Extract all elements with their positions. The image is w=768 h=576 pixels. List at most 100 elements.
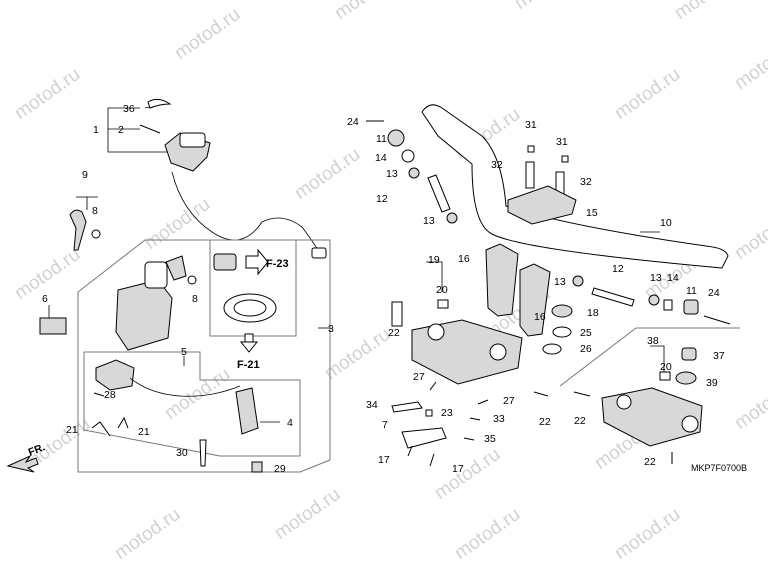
nut-23 [425,409,433,417]
fuel-cap-box [209,239,297,337]
callout-c32a: 32 [491,159,503,171]
bracket-7 [401,427,447,449]
watermark-text: motod.ru [431,444,504,504]
callout-c21a: 21 [66,424,78,436]
callout-c22c: 22 [574,415,586,427]
leader-9 [76,196,98,210]
callout-c22d: 22 [644,456,656,468]
rubber-20a [437,299,449,309]
callout-c22b: 22 [539,416,551,428]
assy-hole-a [616,394,632,410]
collar-14a [401,149,415,163]
nut-13d [648,294,660,306]
bridge-hole-a [427,323,445,341]
callout-c16b: 16 [534,311,546,323]
callout-c13b: 13 [423,215,435,227]
bolt-32a [525,161,535,189]
rubber-20b [659,371,671,381]
callout-c24b: 24 [708,287,720,299]
upper-holder-15 [507,185,577,225]
screw-28 [93,392,105,397]
callout-c23: 23 [441,407,453,419]
callout-c35: 35 [484,433,496,445]
callout-c33: 33 [493,413,505,425]
assembly-outline-3 [77,239,331,473]
watermark-text: motod.ru [141,194,214,254]
front-arrow-icon [6,454,39,473]
bridge-hole-b [489,343,507,361]
callout-c11a: 11 [376,133,387,145]
watermark-text: motod.ru [731,204,768,264]
pin-part [139,124,161,134]
cable-part [171,171,323,258]
assy-hole-b [681,415,699,433]
collar-14b [663,299,673,311]
callout-c27b: 27 [503,395,515,407]
washer-25 [552,326,572,338]
callout-c28: 28 [104,389,116,401]
key-part [69,209,87,251]
callout-c2: 2 [118,124,124,136]
callout-c4: 4 [287,417,293,429]
callout-c25: 25 [580,327,592,339]
harness-connector-4 [235,387,259,435]
bolt-17a [407,445,413,457]
cap-37 [681,347,697,361]
callout-c38: 38 [647,335,659,347]
callout-c36: 36 [123,103,135,115]
callout-c12b: 12 [612,263,624,275]
callout-c31b: 31 [556,136,568,148]
leader-36-1 [107,107,170,153]
callout-c1: 1 [93,124,99,136]
ignition-key [165,255,187,281]
front-marker-label: FR. [27,441,47,458]
washer-31a [527,145,535,153]
callout-c8b: 8 [192,293,198,305]
callout-c20b: 20 [660,361,672,373]
callout-c31a: 31 [525,119,537,131]
callout-c19: 19 [428,254,440,266]
watermark-text: motod.ru [111,504,184,564]
bolt-21a [91,421,111,437]
callout-c17b: 17 [452,463,464,475]
screw-35 [463,437,475,441]
callout-c5: 5 [181,346,187,358]
callout-c27a: 27 [413,371,425,383]
callout-c22a: 22 [388,327,400,339]
callout-c15: 15 [586,207,598,219]
callout-c39: 39 [706,377,718,389]
watermark-text: motod.ru [611,504,684,564]
callout-c24a: 24 [347,116,359,128]
watermark-text: motod.ru [331,0,404,24]
cable-connector [311,247,327,259]
lock-module-cap [179,132,206,148]
rod-12a [427,174,451,213]
ref-f23-label: F-23 [266,258,289,270]
ref-arrow-f21 [239,333,259,353]
watermark-text: motod.ru [451,504,524,564]
bolt-22b [533,391,549,397]
damper-39 [675,371,697,385]
bolt-24b [703,315,731,325]
clip-part [147,98,172,109]
bolt-22a [391,301,403,327]
washer-31b [561,155,569,163]
nut-13c [572,275,584,287]
callout-c12a: 12 [376,193,388,205]
callout-c29: 29 [274,463,286,475]
callout-c3: 3 [328,323,334,335]
callout-c26: 26 [580,343,592,355]
riser-16b [519,263,551,337]
washer-26 [542,343,562,355]
callout-c14b: 14 [667,272,679,284]
callout-c32b: 32 [580,176,592,188]
ignition-key-cylinder [144,261,168,289]
watermark-text: motod.ru [291,144,364,204]
callout-c6: 6 [42,293,48,305]
bolt-22c [573,391,591,397]
callout-c34: 34 [366,399,378,411]
watermark-text: motod.ru [731,374,768,434]
leader-38 [650,345,665,372]
